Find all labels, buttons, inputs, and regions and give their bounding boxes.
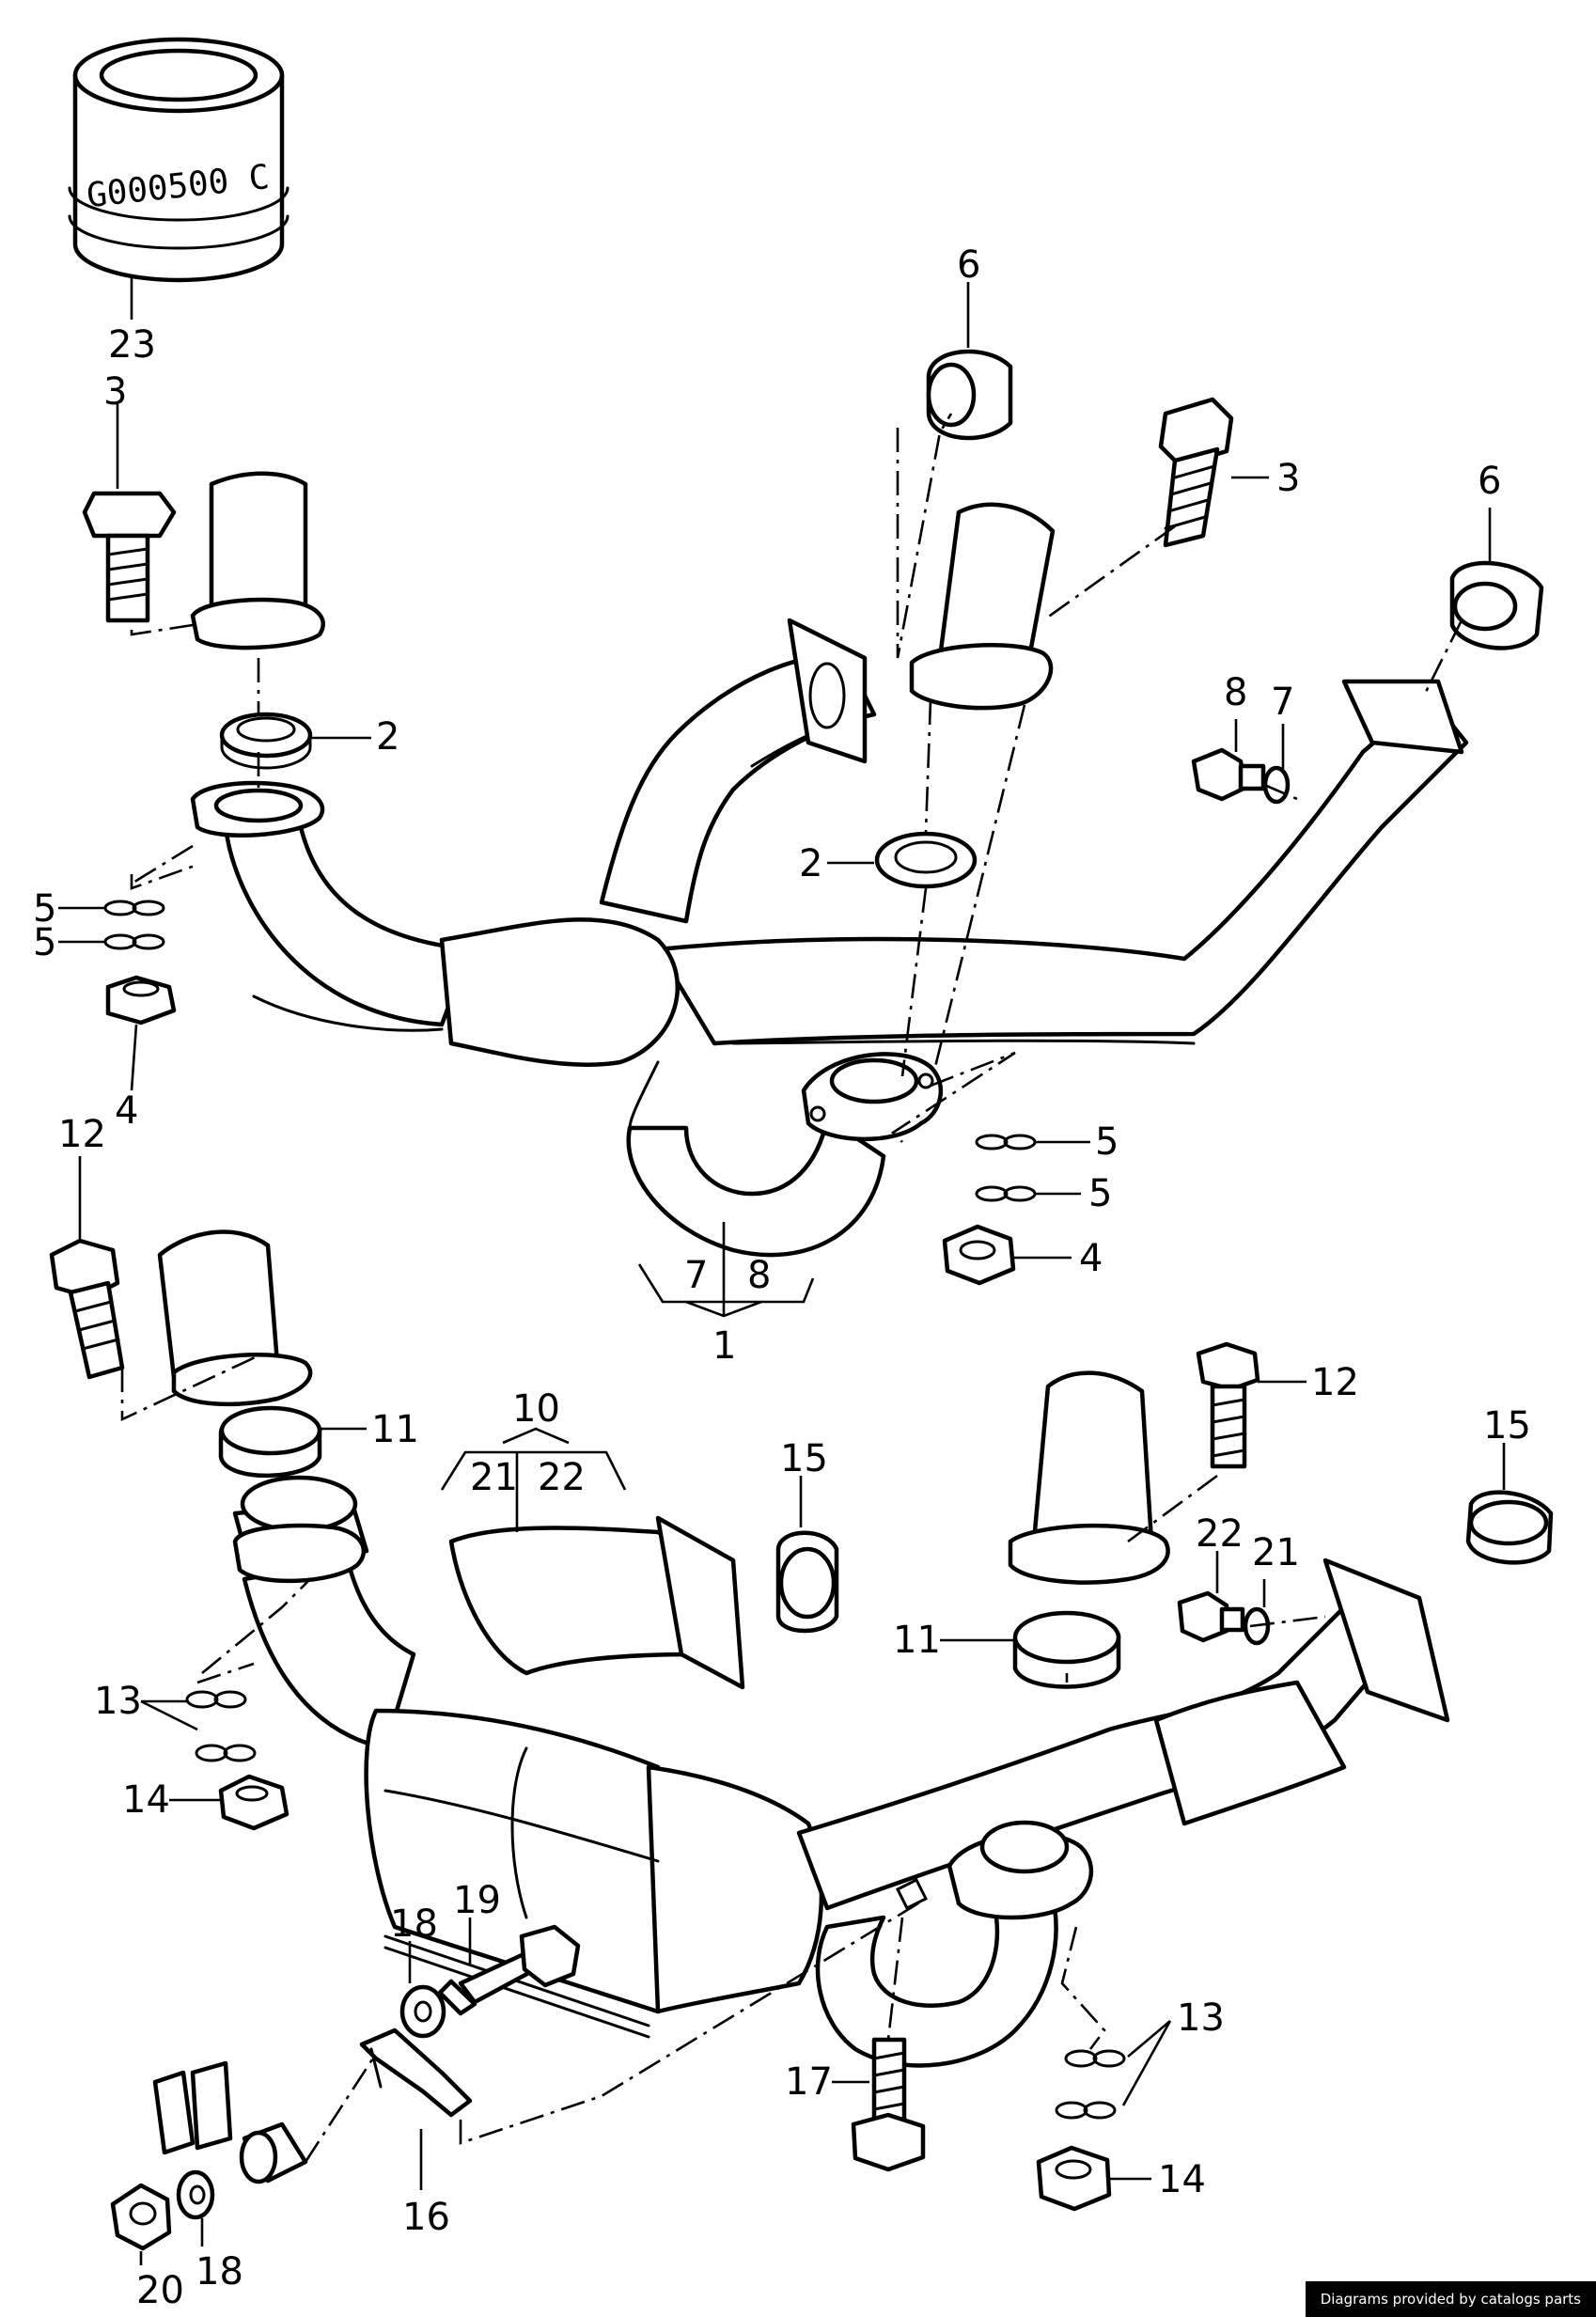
rubber-mount-15-right bbox=[1465, 1490, 1554, 1565]
diagram-credit: Diagrams provided by catalogs parts bbox=[1305, 2281, 1596, 2317]
lower-left-manifold-stub bbox=[157, 1229, 313, 1407]
front-exhaust-pipe bbox=[190, 618, 1469, 1258]
callout-8-pipe: 8 bbox=[747, 1254, 771, 1297]
callout-4-right: 4 bbox=[1079, 1237, 1103, 1280]
gasket-2-center bbox=[874, 831, 978, 889]
callout-3-right: 3 bbox=[1276, 457, 1300, 500]
bracket-clip bbox=[152, 2060, 233, 2155]
spring-washers-5-left bbox=[103, 900, 165, 950]
bracket-16 bbox=[359, 2027, 473, 2118]
callout-15-right: 15 bbox=[1483, 1404, 1531, 1448]
callout-5-left-a: 5 bbox=[33, 887, 56, 931]
gasket-11-right bbox=[1012, 1610, 1121, 1689]
callout-2-left: 2 bbox=[376, 715, 399, 759]
spring-washers-13-left bbox=[185, 1690, 257, 1762]
callout-20: 20 bbox=[136, 2269, 184, 2312]
gasket-2-left bbox=[219, 712, 313, 770]
left-manifold-stub bbox=[190, 471, 325, 650]
spring-washers-13-right bbox=[1055, 2049, 1126, 2120]
callout-13-right: 13 bbox=[1177, 1996, 1225, 2040]
rubber-mount-6-top bbox=[926, 349, 1013, 441]
callout-23: 23 bbox=[108, 323, 156, 367]
callout-3-left: 3 bbox=[103, 370, 127, 414]
washer-18-upper bbox=[399, 1984, 446, 2039]
nut-14-left bbox=[218, 1774, 289, 1831]
callout-5-right-a: 5 bbox=[1095, 1120, 1119, 1164]
nut-4-right bbox=[942, 1224, 1016, 1286]
nut-4-left bbox=[105, 975, 177, 1025]
callout-8-nut: 8 bbox=[1224, 671, 1247, 714]
callout-7-pipe: 7 bbox=[684, 1254, 708, 1297]
callout-16: 16 bbox=[402, 2196, 450, 2239]
callout-10: 10 bbox=[512, 1387, 560, 1431]
rubber-mount-6-right bbox=[1449, 560, 1544, 650]
nut-8 bbox=[1191, 747, 1266, 802]
washer-7 bbox=[1262, 765, 1291, 805]
callout-6-right: 6 bbox=[1478, 460, 1501, 503]
callout-6-top: 6 bbox=[957, 243, 980, 287]
gasket-11-left bbox=[218, 1405, 322, 1479]
part-23-sleeve: G000500 C bbox=[68, 37, 289, 283]
callout-22-nut: 22 bbox=[1196, 1512, 1244, 1556]
callout-11-right: 11 bbox=[893, 1619, 941, 1662]
nut-22 bbox=[1177, 1590, 1245, 1643]
bolt-17 bbox=[851, 2037, 926, 2172]
leader-lines bbox=[58, 282, 1506, 2265]
callout-21-washer: 21 bbox=[1252, 1531, 1300, 1574]
bolt-12-right bbox=[1196, 1341, 1260, 1469]
callout-12-right: 12 bbox=[1311, 1361, 1359, 1404]
bolt-3-right bbox=[1158, 397, 1234, 548]
callout-21-converter: 21 bbox=[470, 1456, 518, 1499]
callout-19: 19 bbox=[453, 1879, 501, 1922]
right-manifold-stub bbox=[909, 502, 1056, 711]
rubber-mount-15-center bbox=[775, 1530, 839, 1634]
callout-11-left: 11 bbox=[371, 1408, 419, 1451]
catalytic-converter-assembly bbox=[232, 1475, 1450, 2068]
bolt-12-left bbox=[49, 1238, 125, 1380]
nut-14-right bbox=[1036, 2145, 1112, 2212]
callout-1: 1 bbox=[712, 1324, 736, 1368]
washer-18-lower bbox=[176, 2169, 215, 2220]
callout-5-left-b: 5 bbox=[33, 921, 56, 964]
bolt-19 bbox=[437, 1924, 581, 2016]
callout-12-left: 12 bbox=[58, 1113, 106, 1156]
lower-right-manifold-stub bbox=[1008, 1370, 1170, 1585]
callout-4-left: 4 bbox=[115, 1089, 138, 1133]
callout-18-upper: 18 bbox=[390, 1902, 438, 1946]
callouts: 3 6 3 6 2 8 7 2 5 5 4 5 5 4 7 8 1 12 12 … bbox=[33, 243, 1531, 2312]
callout-15-center: 15 bbox=[780, 1437, 828, 1480]
callout-17: 17 bbox=[785, 2060, 833, 2104]
callout-2-center: 2 bbox=[799, 842, 822, 885]
spring-washers-5-right bbox=[975, 1134, 1037, 1202]
nut-20 bbox=[110, 2183, 172, 2251]
callout-5-right-b: 5 bbox=[1088, 1172, 1112, 1215]
callout-13-left: 13 bbox=[94, 1680, 142, 1723]
rubber-bushing bbox=[239, 2121, 308, 2184]
bolt-3-left bbox=[82, 491, 177, 623]
callout-18-lower: 18 bbox=[196, 2250, 243, 2294]
callout-22-converter: 22 bbox=[538, 1456, 586, 1499]
callout-14-right: 14 bbox=[1158, 2158, 1206, 2201]
callout-14-left: 14 bbox=[122, 1778, 170, 1822]
callout-7-washer: 7 bbox=[1271, 681, 1294, 724]
alignment-lines bbox=[120, 413, 1463, 2163]
